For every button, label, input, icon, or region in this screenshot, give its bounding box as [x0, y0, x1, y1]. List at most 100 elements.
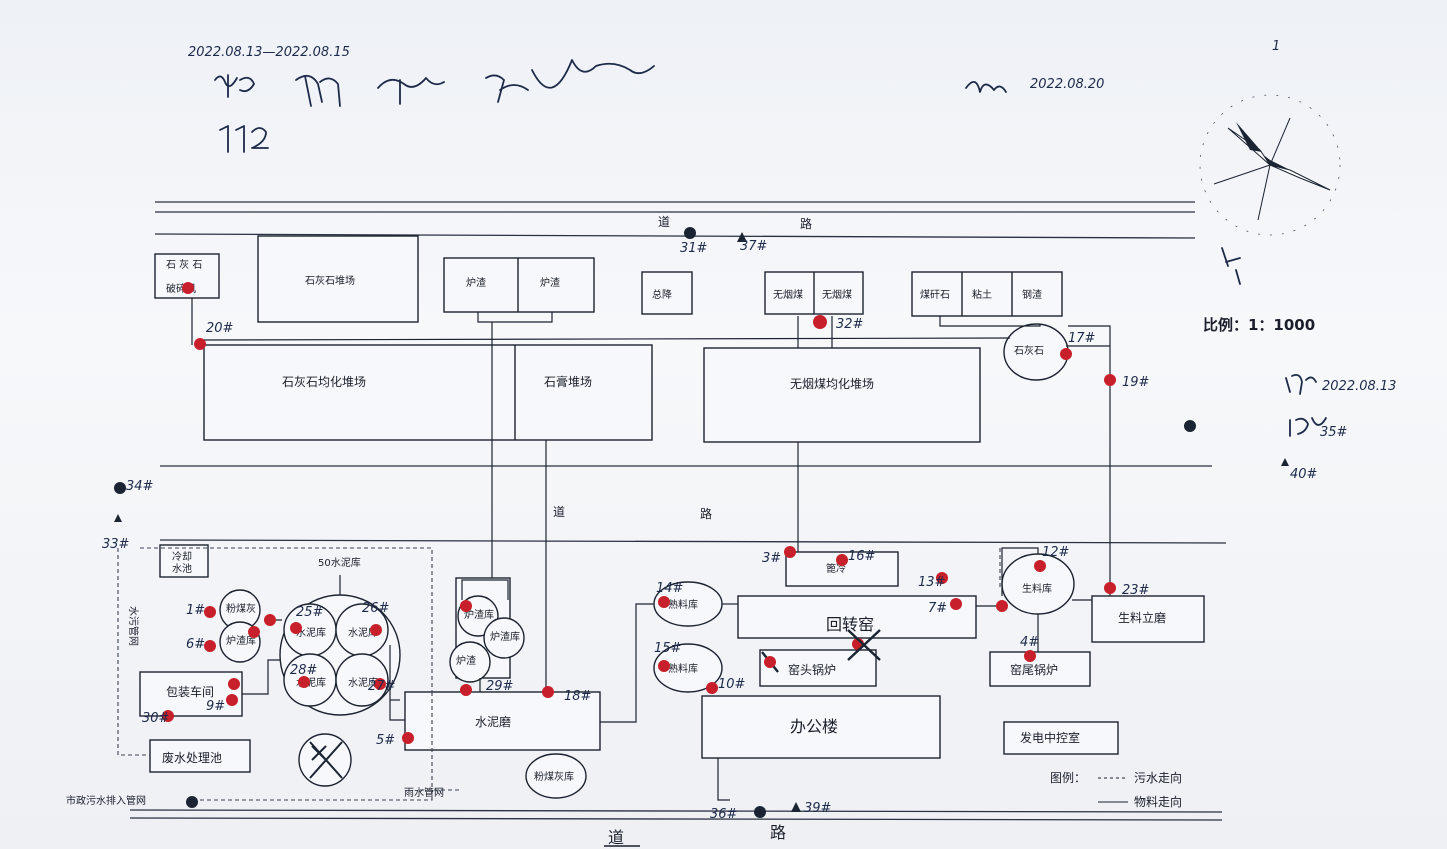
handwritten-right-date: 2022.08.13 — [1322, 379, 1396, 394]
svg-text:20#: 20# — [206, 321, 234, 336]
sewage-left-label: 水污管网 — [127, 606, 140, 646]
svg-text:钢渣: 钢渣 — [1022, 288, 1042, 301]
svg-text:熟料库: 熟料库 — [668, 662, 698, 675]
facility-wastewater: 废水处理池 — [149, 739, 251, 773]
svg-text:36#: 36# — [710, 807, 738, 822]
page-number: 1 — [1272, 39, 1280, 54]
road-top-char-1: 道 — [658, 215, 670, 229]
facility-kiln-head-boiler: 窑头锅炉 — [759, 649, 877, 687]
sewage-flows — [117, 547, 1001, 801]
facility-anthracite-bins: 无烟煤 无烟煤 — [764, 271, 864, 315]
svg-text:18#: 18# — [564, 689, 592, 704]
facility-fly-ash-bottom: 粉煤灰库 — [525, 753, 587, 799]
svg-text:14#: 14# — [656, 581, 684, 596]
legend-sewage: 污水走向 — [1134, 770, 1182, 785]
svg-text:无烟煤均化堆场: 无烟煤均化堆场 — [790, 377, 874, 391]
handwritten-sign-date-text: 2022.08.20 — [1030, 77, 1104, 92]
svg-text:水泥磨: 水泥磨 — [475, 715, 511, 729]
point-label-35: 35# — [1320, 425, 1348, 440]
road-bottom-char-1: 道 — [608, 828, 624, 847]
svg-text:煤矸石: 煤矸石 — [920, 288, 950, 301]
svg-text:废水处理池: 废水处理池 — [162, 750, 222, 765]
svg-text:粉煤灰: 粉煤灰 — [226, 602, 256, 615]
handwritten-right-notes: 2022.08.13 35# 40# — [1281, 373, 1396, 482]
road-mid-char-2: 路 — [700, 506, 712, 521]
facility-slag-bins: 炉渣 炉渣 — [443, 257, 595, 313]
to-sewer-label: 市政污水排入管网 — [66, 794, 146, 807]
monitoring-points: 31# 37# 20# 32# 17# 19# 34# 33# 3# 16# 1… — [102, 227, 1196, 822]
svg-text:粉煤灰库: 粉煤灰库 — [534, 770, 574, 783]
facility-packaging: 包装车间 — [139, 671, 243, 717]
legend-material: 物料走向 — [1134, 794, 1182, 809]
svg-text:生料库: 生料库 — [1022, 582, 1052, 595]
svg-text:熟料库: 熟料库 — [668, 598, 698, 611]
svg-text:炉渣库: 炉渣库 — [464, 608, 494, 621]
svg-text:9#: 9# — [206, 699, 225, 714]
roads: 道 路 道 路 道 路 — [129, 201, 1227, 847]
svg-text:5#: 5# — [376, 733, 395, 748]
point-label-37: 37# — [740, 239, 768, 254]
svg-text:28#: 28# — [290, 663, 318, 678]
facility-office: 办公楼 — [701, 695, 941, 759]
svg-text:1#: 1# — [186, 603, 205, 618]
svg-text:窑尾锅炉: 窑尾锅炉 — [1010, 662, 1058, 677]
point-label-31: 31# — [680, 241, 708, 256]
svg-text:冷却: 冷却 — [172, 550, 192, 563]
handwritten-sign-date: 2022.08.20 — [965, 77, 1104, 93]
facility-slag-silo-group: 炉渣库 炉渣库 炉渣 — [449, 577, 525, 683]
svg-text:炉渣: 炉渣 — [456, 654, 476, 667]
svg-text:4#: 4# — [1020, 635, 1039, 650]
svg-text:办公楼: 办公楼 — [790, 717, 838, 736]
svg-text:32#: 32# — [836, 317, 864, 332]
facility-power-control: 发电中控室 — [1003, 721, 1119, 755]
facility-limestone-silo: 石灰石 — [1003, 323, 1069, 381]
scale-label: 比例：1：1000 — [1203, 316, 1315, 334]
svg-text:13#: 13# — [918, 575, 946, 590]
facility-limestone-homog: 石灰石均化堆场 石膏堆场 — [203, 344, 653, 441]
material-flows-top — [191, 298, 1111, 692]
svg-text:回转窑: 回转窑 — [826, 615, 874, 634]
facility-additive-bins: 煤矸石 粘土 钢渣 — [911, 271, 1063, 317]
facility-limestone-yard: 石灰石堆场 — [257, 235, 419, 323]
svg-text:炉渣: 炉渣 — [466, 276, 486, 289]
facility-cooling-tower: 冷却 水池 — [159, 544, 209, 578]
svg-text:水池: 水池 — [172, 562, 192, 575]
svg-text:石膏堆场: 石膏堆场 — [544, 374, 592, 389]
svg-text:30#: 30# — [142, 711, 170, 726]
road-mid-char-1: 道 — [553, 505, 565, 519]
svg-text:29#: 29# — [486, 679, 514, 694]
svg-text:34#: 34# — [126, 479, 154, 494]
svg-text:15#: 15# — [654, 641, 682, 656]
svg-text:无烟煤: 无烟煤 — [773, 288, 803, 301]
facility-clinker-silos: 熟料库 熟料库 — [653, 581, 723, 693]
svg-text:石灰石均化堆场: 石灰石均化堆场 — [282, 375, 366, 389]
facility-iron-ore: 总降 — [641, 271, 693, 315]
road-bottom-char-2: 路 — [770, 823, 786, 842]
handwritten-signatures — [214, 59, 655, 153]
svg-text:39#: 39# — [804, 801, 832, 816]
svg-text:25#: 25# — [296, 605, 324, 620]
svg-text:23#: 23# — [1122, 583, 1150, 598]
facility-rotary-kiln: 回转窑 — [737, 595, 977, 639]
legend: 图例： 污水走向 物料走向 — [1050, 770, 1182, 809]
handwritten-date-range: 2022.08.13—2022.08.15 — [188, 45, 350, 60]
svg-text:石 灰 石: 石 灰 石 — [166, 258, 202, 271]
svg-text:26#: 26# — [362, 601, 390, 616]
facility-kiln-tail-boiler: 窑尾锅炉 — [989, 651, 1091, 687]
svg-text:27#: 27# — [368, 679, 396, 694]
svg-text:包装车间: 包装车间 — [166, 684, 214, 699]
svg-text:生料立磨: 生料立磨 — [1118, 610, 1166, 625]
svg-text:炉渣: 炉渣 — [540, 276, 560, 289]
wind-rose-icon — [1199, 94, 1341, 285]
svg-text:7#: 7# — [928, 601, 947, 616]
svg-text:石灰石: 石灰石 — [1014, 344, 1044, 357]
svg-text:水泥库: 水泥库 — [348, 676, 378, 689]
svg-text:12#: 12# — [1042, 545, 1070, 560]
svg-text:19#: 19# — [1122, 375, 1150, 390]
svg-text:窑头锅炉: 窑头锅炉 — [788, 662, 836, 677]
cement-silo-out-label: 50水泥库 — [318, 556, 361, 569]
svg-text:发电中控室: 发电中控室 — [1020, 730, 1080, 745]
svg-text:33#: 33# — [102, 537, 130, 552]
